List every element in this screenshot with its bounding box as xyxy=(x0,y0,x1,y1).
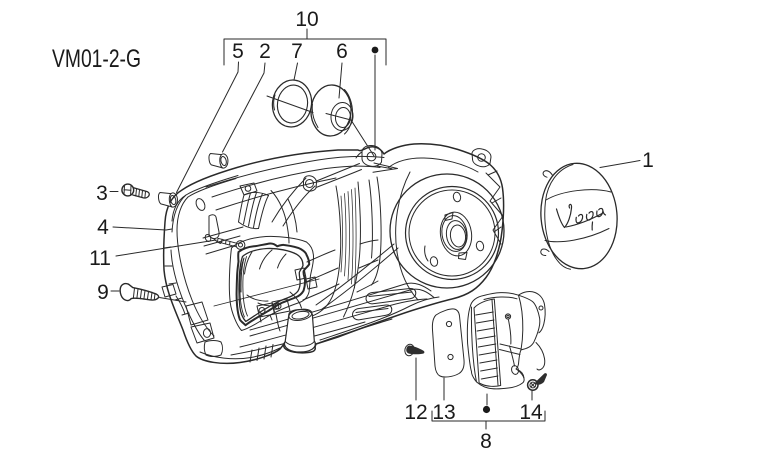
svg-text:14: 14 xyxy=(519,401,543,424)
svg-text:7: 7 xyxy=(291,40,303,63)
svg-text:13: 13 xyxy=(432,401,455,424)
svg-text:11: 11 xyxy=(89,247,111,270)
svg-text:8: 8 xyxy=(480,430,492,451)
svg-text:VM01-2-G: VM01-2-G xyxy=(52,45,141,73)
svg-text:10: 10 xyxy=(295,8,318,31)
svg-text:1: 1 xyxy=(642,149,654,172)
svg-text:2: 2 xyxy=(259,40,271,63)
svg-text:12: 12 xyxy=(404,401,427,424)
svg-text:5: 5 xyxy=(232,40,244,63)
svg-text:4: 4 xyxy=(97,216,109,239)
svg-text:6: 6 xyxy=(336,40,348,63)
svg-text:9: 9 xyxy=(97,281,109,304)
svg-text:3: 3 xyxy=(96,182,108,205)
